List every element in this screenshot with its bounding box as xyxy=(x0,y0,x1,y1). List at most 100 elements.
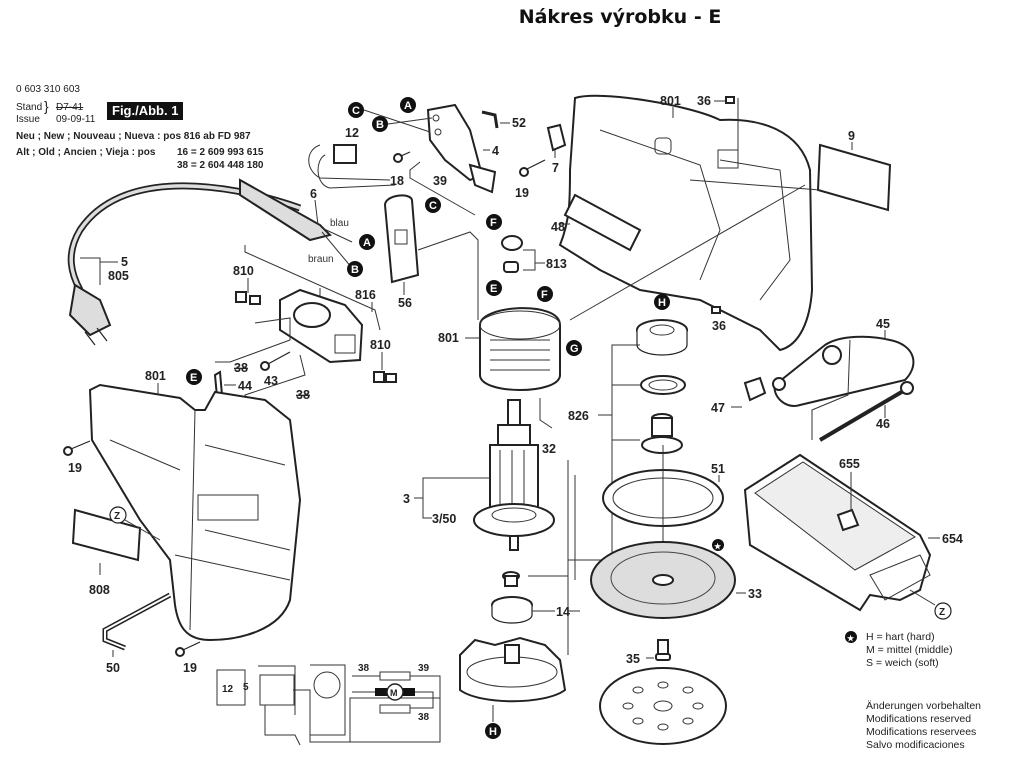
label-801-stator: 801 xyxy=(438,331,459,345)
issue-value: 09-09-11 xyxy=(56,114,96,125)
label-33: 33 xyxy=(748,587,762,601)
label-3: 3 xyxy=(403,492,410,506)
callout-e-module: E xyxy=(186,369,202,385)
screw-19-top xyxy=(519,159,546,177)
nameplate-9 xyxy=(816,143,892,212)
armature-3 xyxy=(473,399,555,551)
callout-h-fan: H xyxy=(485,723,501,739)
callout-e-stator: E xyxy=(486,280,502,296)
label-35: 35 xyxy=(626,652,640,666)
label-36-mid: 36 xyxy=(712,319,726,333)
cover-56 xyxy=(383,194,420,284)
svg-text:38: 38 xyxy=(358,663,370,674)
housing-shell-right xyxy=(558,94,814,352)
label-5: 5 xyxy=(121,255,128,269)
screw-18 xyxy=(393,151,411,163)
label-32: 32 xyxy=(542,442,556,456)
disclaimer-fr: Modifications reservees xyxy=(866,726,977,738)
svg-text:A: A xyxy=(404,100,412,112)
disclaimer-en: Modifications reserved xyxy=(866,713,972,725)
svg-text:38: 38 xyxy=(418,712,430,723)
power-cord xyxy=(67,178,332,346)
label-826: 826 xyxy=(568,409,589,423)
svg-text:E: E xyxy=(490,283,497,295)
label-44: 44 xyxy=(238,379,252,393)
svg-text:H: H xyxy=(489,726,497,738)
svg-text:39: 39 xyxy=(418,663,430,674)
svg-text:F: F xyxy=(541,289,548,301)
svg-text:12: 12 xyxy=(222,684,234,695)
svg-text:M: M xyxy=(390,688,398,698)
label-50: 50 xyxy=(106,661,120,675)
stand-label: Stand xyxy=(16,102,43,113)
insert-36-mid xyxy=(711,306,721,314)
legend-hardness-middle: M = mittel (middle) xyxy=(866,644,953,656)
label-7: 7 xyxy=(552,161,559,175)
callout-f-top: F xyxy=(486,214,502,230)
screw-19-left xyxy=(63,440,91,456)
callout-c-top: C xyxy=(348,102,364,118)
svg-text:Z: Z xyxy=(939,607,945,618)
svg-text:F: F xyxy=(490,217,497,229)
old-version-note: Alt ; Old ; Ancien ; Vieja : pos xyxy=(16,147,156,158)
label-655: 655 xyxy=(839,457,860,471)
clip-32 xyxy=(539,398,553,429)
plate-48 xyxy=(563,193,642,252)
label-801-housing: 801 xyxy=(145,369,166,383)
label-19-top: 19 xyxy=(515,186,529,200)
svg-text:H: H xyxy=(658,297,666,309)
hex-key-52 xyxy=(481,110,499,129)
wire-brown-label: braun xyxy=(308,254,334,265)
latch-655 xyxy=(836,508,860,532)
nameplate-808 xyxy=(71,508,142,562)
svg-text:C: C xyxy=(352,105,360,117)
figure-label: Fig./Abb. 1 xyxy=(107,102,184,120)
old-value-16: 16 = 2 609 993 615 xyxy=(177,147,264,158)
insert-36-top xyxy=(725,96,735,104)
svg-text:E: E xyxy=(190,372,197,384)
label-654: 654 xyxy=(942,532,963,546)
screw-19-bottom xyxy=(175,641,201,657)
label-52: 52 xyxy=(512,116,526,130)
svg-text:5: 5 xyxy=(243,682,249,693)
callout-g-stator: G xyxy=(566,340,582,356)
svg-text:C: C xyxy=(429,200,437,212)
washer xyxy=(502,571,520,587)
label-19-bottom: 19 xyxy=(183,661,197,675)
brush-holder-813 xyxy=(501,235,523,273)
fan-impeller xyxy=(459,636,567,703)
callout-z-box: Z xyxy=(934,602,952,620)
label-36-top: 36 xyxy=(697,94,711,108)
label-19-left: 19 xyxy=(68,461,82,475)
sanding-pad-33 xyxy=(590,541,736,619)
legend-hardness-hard: H = hart (hard) xyxy=(866,631,935,643)
callout-a-top: A xyxy=(400,97,416,113)
label-46: 46 xyxy=(876,417,890,431)
part-number: 0 603 310 603 xyxy=(16,84,80,95)
callout-b-top: B xyxy=(372,116,388,132)
callout-b-cord: B xyxy=(347,261,363,277)
label-810-bottom: 810 xyxy=(370,338,391,352)
svg-text:B: B xyxy=(376,119,384,131)
svg-text:G: G xyxy=(570,343,579,355)
svg-text:★: ★ xyxy=(714,542,722,551)
dust-box-654 xyxy=(743,453,932,612)
svg-text:B: B xyxy=(351,264,359,276)
electronics-module-816 xyxy=(279,288,364,364)
switch-4 xyxy=(426,103,497,194)
sanding-disc xyxy=(599,667,727,745)
knob-47 xyxy=(743,376,767,402)
handle-45 xyxy=(772,335,915,407)
new-version-note: Neu ; New ; Nouveau ; Nueva : pos 816 ab… xyxy=(16,131,251,142)
label-808: 808 xyxy=(89,583,110,597)
label-4: 4 xyxy=(492,144,499,158)
stand-value: D7-41 xyxy=(56,102,84,113)
label-9: 9 xyxy=(848,129,855,143)
lock-ring xyxy=(640,375,686,395)
svg-text:★: ★ xyxy=(847,634,855,643)
hex-key-50 xyxy=(102,592,172,651)
callout-z-left: Z xyxy=(109,506,127,524)
bolt-46 xyxy=(818,381,914,442)
issue-label: Issue xyxy=(16,114,40,125)
